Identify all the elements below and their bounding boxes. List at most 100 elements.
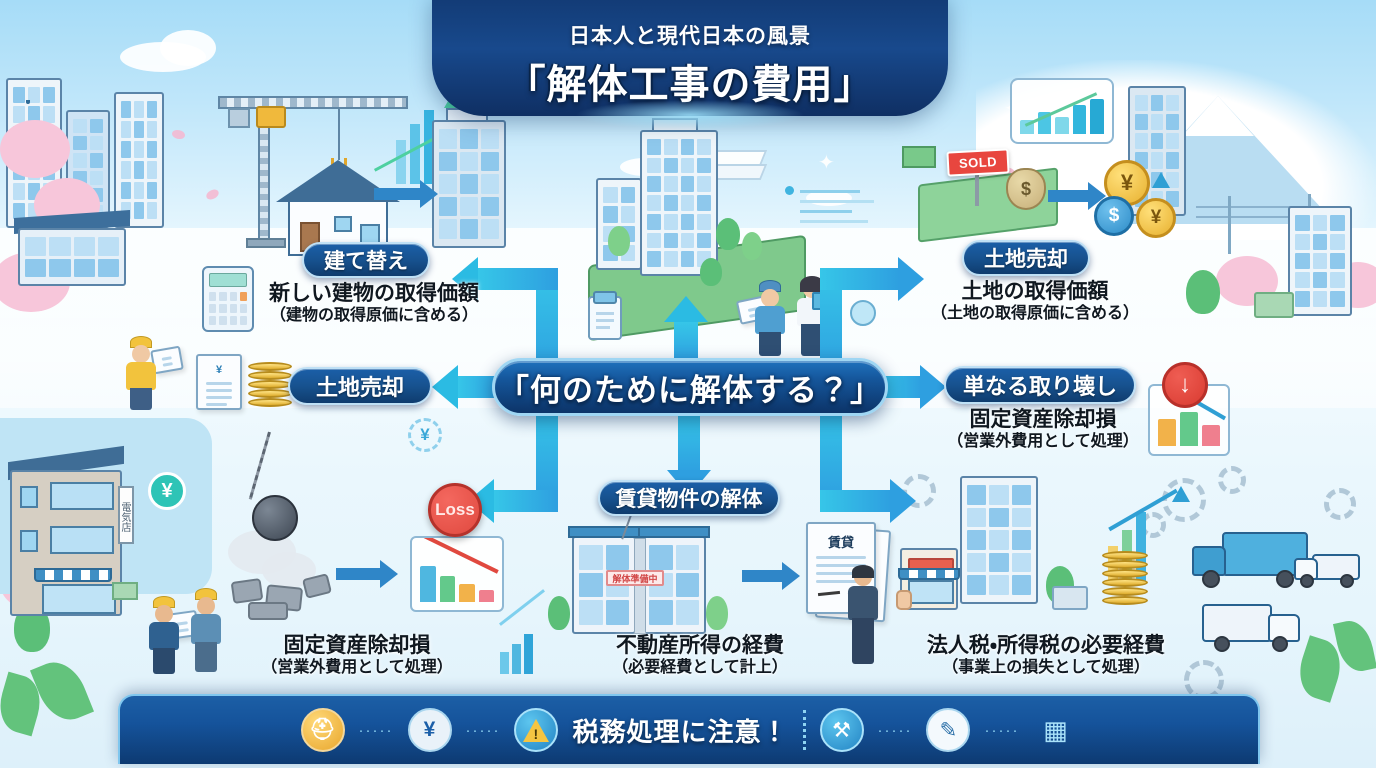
arrow-bizloss-shaft-h xyxy=(820,490,892,512)
mount-fuji-snowcap xyxy=(1182,96,1254,136)
central-annex-building xyxy=(596,178,642,270)
truck-wheel xyxy=(1340,574,1354,588)
coin-stack-icon xyxy=(248,358,292,410)
footer-dots: ····· xyxy=(877,721,913,739)
branch-caption-rebuild-note: （建物の取得原価に含める） xyxy=(269,306,478,324)
house-window xyxy=(334,216,352,232)
coin-stack-icon xyxy=(1102,548,1148,608)
site-engineer-male xyxy=(748,280,792,356)
truck-wheel xyxy=(1272,636,1288,652)
arrow-landsale-shaft-v xyxy=(820,268,842,380)
green-flag-icon xyxy=(902,146,936,168)
central-hub[interactable]: 「何のために解体する？」 xyxy=(492,358,888,416)
growth-bar xyxy=(410,124,420,184)
contract-title: 賃貸 xyxy=(827,535,854,550)
footer-dots: ····· xyxy=(984,721,1020,739)
rubble-chunk xyxy=(230,578,264,604)
growth-bar xyxy=(396,140,406,184)
arrow-midright-head xyxy=(920,365,946,409)
result-note-fixed-asset-loss: （営業外費用として処理） xyxy=(261,658,453,676)
tree-icon xyxy=(1186,270,1220,314)
arrow-land-to-money xyxy=(1048,182,1108,210)
growth-arrow-head xyxy=(1172,486,1190,502)
truck-wheel xyxy=(1300,574,1314,588)
signature-mark xyxy=(817,590,841,597)
result-main-corporate-income-tax: 法人税・所得税の必要経費 xyxy=(926,634,1166,657)
truck-wheel xyxy=(1214,636,1230,652)
tree-icon xyxy=(742,232,762,260)
company-office-building xyxy=(960,476,1038,604)
utility-pole xyxy=(1228,196,1231,254)
house-window xyxy=(360,224,380,244)
skyline-building xyxy=(114,92,164,228)
sparkle-icon: ✦ xyxy=(818,152,835,174)
growth-bar xyxy=(424,110,434,184)
tree-icon xyxy=(608,226,630,256)
branch-caption-land-sale-note: （土地の取得原価に含める） xyxy=(930,304,1139,322)
branch-caption-land-sale-main: 土地の取得価額 xyxy=(961,280,1109,303)
branch-caption-demolition-main: 固定資産除却損 xyxy=(969,408,1117,431)
branch-pill-land-sale-top[interactable]: 土地売却 xyxy=(962,240,1090,276)
gear-icon xyxy=(1218,466,1246,494)
apartment-stairwell xyxy=(634,538,646,634)
arrow-loss-shaft-h xyxy=(494,490,558,512)
result-caption-fixed-asset-loss: 固定資産除却損 （営業外費用として処理） xyxy=(212,634,502,678)
footer-dots: ····· xyxy=(358,721,394,739)
rental-apartment-left-wing xyxy=(572,536,636,634)
crane-cabin xyxy=(256,106,286,128)
title-subtitle: 日本人と現代日本の風景 xyxy=(569,25,811,48)
box-truck-body xyxy=(1202,604,1272,642)
yen-coin-icon: ¥ xyxy=(1136,198,1176,238)
branch-caption-demolition-only: 固定資産除却損 （営業外費用として処理） xyxy=(930,408,1156,452)
calculator-icon xyxy=(202,266,254,332)
branch-pill-demolition-only[interactable]: 単なる取り壊し xyxy=(944,366,1136,404)
demolition-notice-banner: 解体準備中 xyxy=(606,570,664,586)
branch-pill-rebuild[interactable]: 建て替え xyxy=(302,242,430,278)
apartment-roof xyxy=(568,526,640,538)
decline-badge: ↓ xyxy=(1162,362,1208,408)
footer-banner: ⛑ ····· ¥ ····· 税務処理に注意！ ⚒ ····· ✎ ·····… xyxy=(118,694,1260,764)
yen-circle-icon: ¥ xyxy=(148,472,186,510)
arrow-bizloss-shaft-v xyxy=(820,404,842,502)
store-awning xyxy=(898,568,960,580)
mini-trend-line xyxy=(499,589,545,626)
result-note-corporate-income-tax: （事業上の損失として処理） xyxy=(942,658,1150,676)
sold-sign-post xyxy=(975,172,979,206)
arrow-loss-shaft-v xyxy=(536,404,558,502)
rubble-chunk xyxy=(248,602,288,620)
branch-pill-rental-demolition[interactable]: 賃貸物件の解体 xyxy=(598,480,780,516)
leaf-decoration xyxy=(29,654,95,728)
result-caption-real-estate-expense: 不動産所得の経費 （必要経費として計上） xyxy=(560,634,840,678)
arrow-hub-up-shaft xyxy=(674,322,698,362)
hedge-icon xyxy=(1254,292,1294,318)
worker-with-plan xyxy=(142,596,186,674)
crane-counterweight xyxy=(228,108,250,128)
branch-pill-land-sale-mid[interactable]: 土地売却 xyxy=(288,367,432,405)
info-line xyxy=(800,220,868,223)
shop-window xyxy=(20,486,38,508)
gear-icon xyxy=(1162,478,1206,522)
new-building xyxy=(432,120,506,248)
mini-bar xyxy=(512,644,521,674)
info-line xyxy=(800,200,874,203)
info-line xyxy=(800,210,852,213)
shop-vertical-sign: 電気店 xyxy=(118,486,134,544)
crane-cable xyxy=(338,108,340,160)
arrow-rebuild-shaft-h xyxy=(478,268,558,290)
shop-balcony-window xyxy=(50,526,114,554)
central-hub-label: 「何のために解体する？」 xyxy=(498,372,882,408)
globe-icon xyxy=(850,300,876,326)
wrecking-ball-chain xyxy=(248,431,271,500)
footer-separator xyxy=(802,710,806,750)
arrow-house-to-building xyxy=(374,180,440,208)
right-skyline-building xyxy=(1128,86,1186,216)
crane-base xyxy=(246,238,286,248)
arrow-midleft-shaft xyxy=(458,376,502,398)
branch-caption-demolition-note: （営業外費用として処理） xyxy=(947,432,1139,450)
hard-hat-icon: ⛑ xyxy=(300,708,345,752)
arrow-landsale-head xyxy=(898,257,924,301)
result-main-fixed-asset-loss: 固定資産除却損 xyxy=(283,634,431,657)
tree-icon xyxy=(700,258,722,286)
info-dot xyxy=(785,186,794,195)
yen-sun-icon: ¥ xyxy=(408,418,442,452)
